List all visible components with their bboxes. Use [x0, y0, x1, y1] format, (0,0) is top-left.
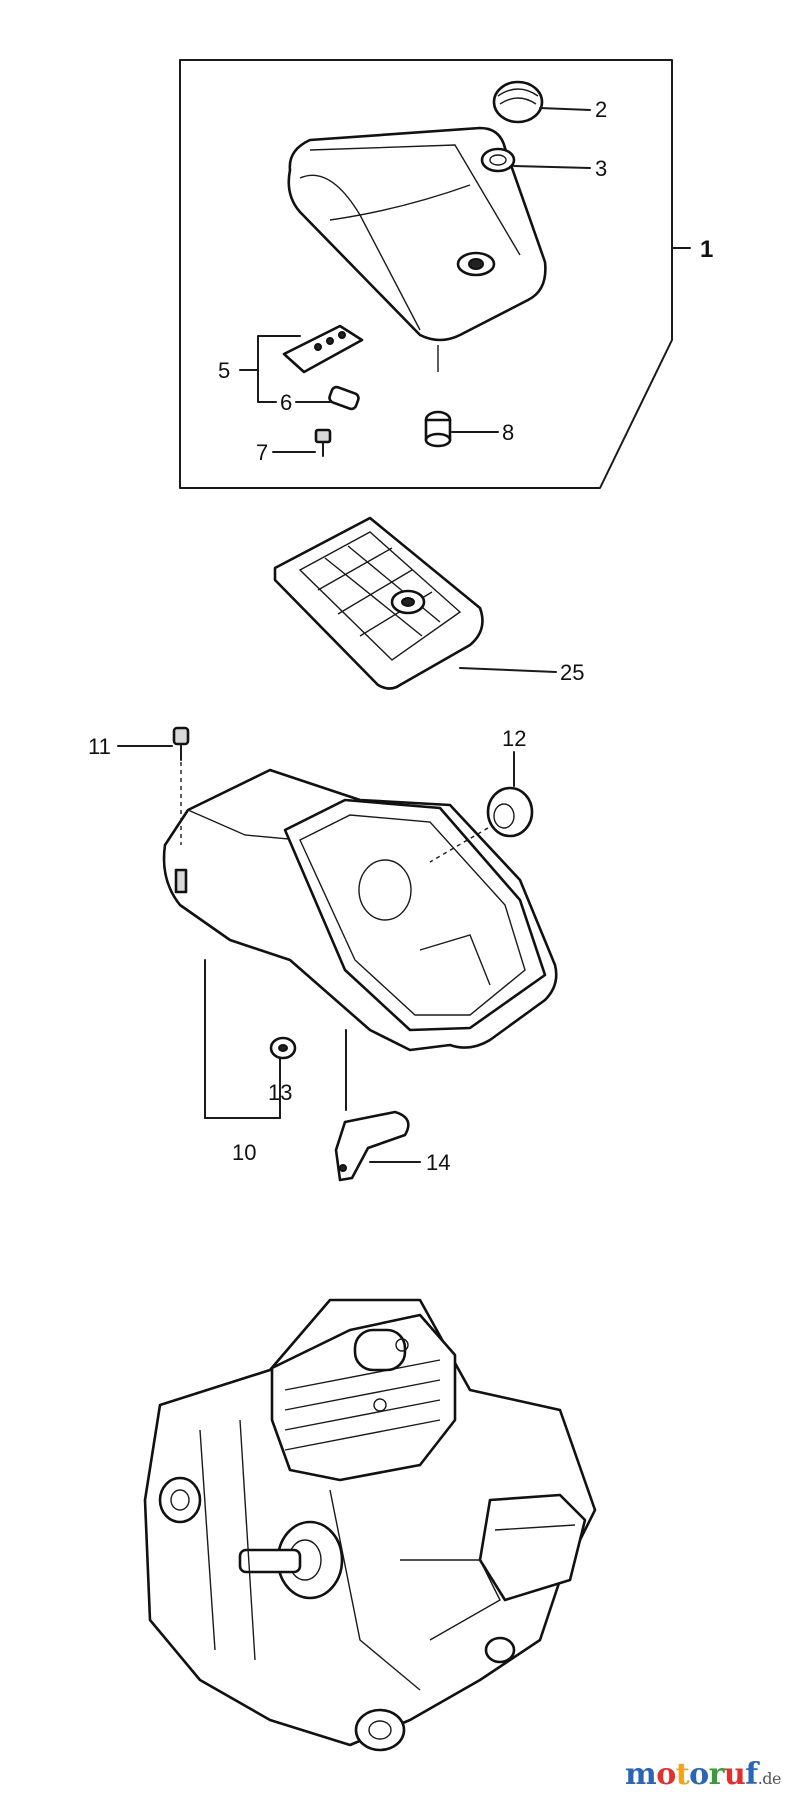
callout-14: 14: [426, 1150, 450, 1175]
knob-part: [492, 80, 591, 124]
watermark-logo: motoruf.de: [625, 1757, 781, 1792]
callout-11: 11: [88, 734, 111, 759]
assembly-1-group-box: [179, 59, 691, 489]
rubber-pad-part: [295, 385, 360, 411]
callout-2: 2: [595, 97, 607, 122]
nut-part-8: [424, 410, 499, 448]
callout-7: 7: [256, 440, 268, 465]
filter-cover-part: [287, 126, 547, 372]
watermark-letter: t: [675, 1757, 690, 1792]
callout-3: 3: [595, 156, 607, 181]
washer-part: [480, 147, 591, 173]
clip-part-14: [334, 1029, 421, 1182]
engine-block-illustration: [143, 1298, 597, 1752]
watermark-letter: o: [656, 1757, 676, 1792]
air-filter-part: [273, 516, 557, 690]
watermark-suffix: .de: [757, 1769, 782, 1788]
watermark-letter: f: [745, 1757, 758, 1792]
watermark-letter: u: [723, 1757, 746, 1792]
callout-6: 6: [280, 390, 292, 415]
callout-10: 10: [232, 1140, 256, 1165]
callout-12: 12: [502, 726, 526, 751]
washer-part-13: [269, 1036, 297, 1060]
plate-part: [239, 324, 364, 403]
callout-25: 25: [560, 660, 584, 685]
watermark-letter: r: [708, 1757, 725, 1792]
screw-part-7: [272, 428, 332, 457]
bolt-part-11: [117, 726, 190, 845]
callout-1: 1: [700, 236, 713, 263]
callout-13: 13: [268, 1080, 292, 1105]
callout-5: 5: [218, 358, 230, 383]
watermark-letter: o: [689, 1757, 709, 1792]
grommet-part-12: [429, 751, 534, 863]
watermark-letter: m: [625, 1757, 657, 1792]
callout-8: 8: [502, 420, 514, 445]
shroud-part: [162, 768, 558, 1119]
